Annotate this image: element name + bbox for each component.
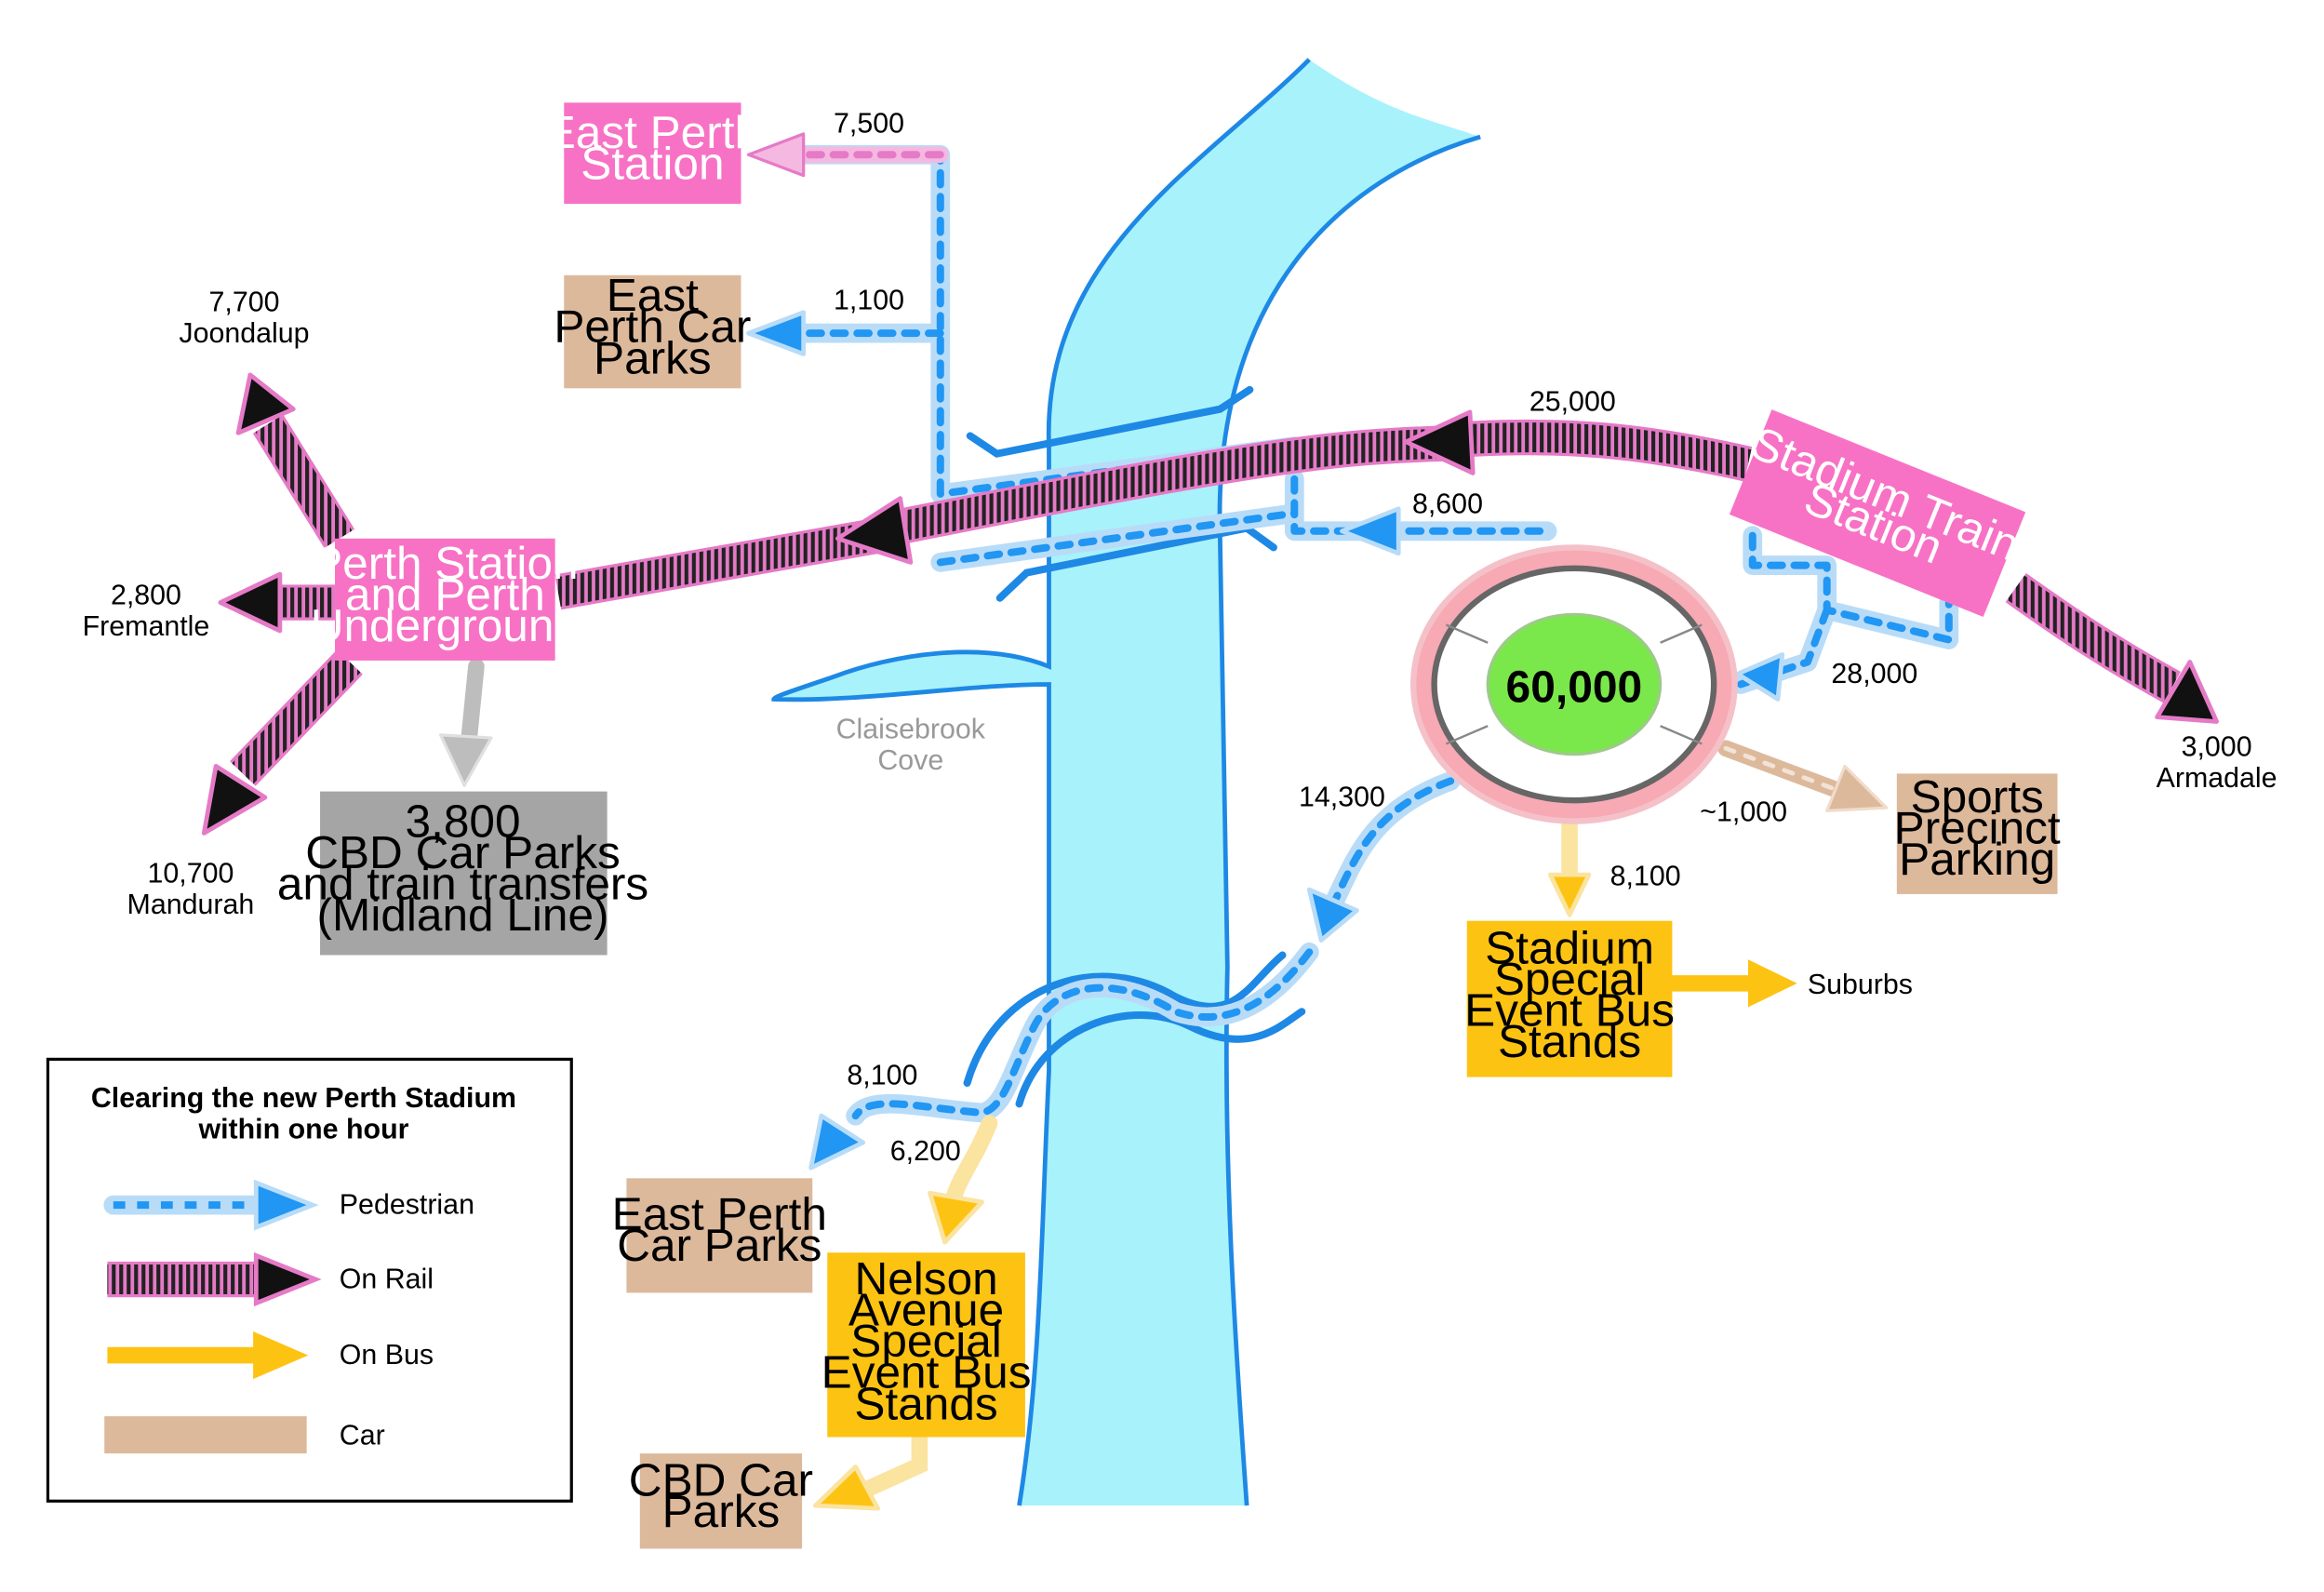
- box-east-perth-car-parks-south[interactable]: [626, 1178, 813, 1293]
- stadium-spokes: [1445, 623, 1703, 745]
- arrow-ped-bridge: [1340, 506, 1401, 556]
- box-east-perth-car-parks-north[interactable]: [564, 274, 741, 389]
- rail-mandurah: [232, 651, 361, 784]
- flow-east-perth-station: 7,500: [834, 108, 904, 139]
- box-nelson-avenue[interactable]: [827, 1252, 1025, 1438]
- rail-armadale: [2007, 575, 2180, 701]
- arrow-east-perth-car-north: [746, 310, 807, 356]
- car-routes: [461, 658, 1841, 797]
- box-cbd-car-parks[interactable]: [639, 1453, 803, 1549]
- rail-joondalup: [255, 416, 353, 547]
- arrow-rail-joondalup: [235, 372, 296, 435]
- bus-nelson-halo: [943, 1115, 998, 1211]
- river-bank-right: [1217, 134, 1481, 1506]
- flow-to-station: 28,000: [1831, 659, 1917, 689]
- legend-pedestrian-label: Pedestrian: [340, 1190, 474, 1221]
- arrow-bus-nelson: [928, 1190, 984, 1245]
- legend-bus-swatch: [107, 1331, 309, 1380]
- stadium-capacity: 60,000: [1506, 663, 1643, 713]
- south-bridge-upper-rail: [963, 951, 1287, 1087]
- car-cbd-grey: [461, 658, 485, 750]
- suburbs-label: Suburbs: [1808, 970, 1913, 1000]
- arrow-car-sports: [1825, 764, 1889, 812]
- arrow-rail-25000: [1403, 409, 1476, 475]
- north-bridge-lower-rail: [995, 524, 1277, 602]
- arrow-bus-stadium: [1547, 872, 1592, 917]
- arrow-rail-perth: [835, 496, 914, 565]
- flow-nelson-bus: 6,200: [890, 1136, 961, 1167]
- box-stadium-train-station[interactable]: Stadium TrainStation: [1725, 408, 2031, 619]
- legend-pedestrian-swatch: [103, 1179, 319, 1231]
- bus-routes: [861, 812, 1764, 1496]
- flow-sports-precinct: ~1,000: [1700, 797, 1787, 828]
- flow-south-walk: 14,300: [1299, 783, 1385, 813]
- swan-river: [773, 59, 1481, 1506]
- arrow-east-perth-station: [746, 132, 806, 178]
- box-perth-station[interactable]: [335, 538, 555, 661]
- box-east-perth-station[interactable]: [564, 102, 741, 205]
- legend-car-swatch: [104, 1416, 307, 1454]
- pedestrian-routes: [794, 144, 1959, 1126]
- box-sports-precinct[interactable]: [1896, 773, 2058, 894]
- river: [771, 58, 1481, 1506]
- arrow-rail-fremantle: [218, 571, 283, 634]
- arrow-south-walk: [1306, 887, 1359, 943]
- box-cbd-grey[interactable]: [320, 791, 608, 956]
- flow-rail-25000: 25,000: [1529, 386, 1616, 417]
- flow-east-perth-car-north: 1,100: [834, 286, 904, 316]
- arrow-heads: [201, 132, 2220, 1511]
- rail-main: [555, 422, 1752, 608]
- bus-cbd-halo: [861, 1427, 928, 1496]
- rail-routes: [230, 414, 2181, 786]
- arrow-east-perth-car-south: [808, 1113, 866, 1171]
- legend-rail-label: On Rail: [340, 1264, 434, 1295]
- river-bank-left: [771, 58, 1311, 1506]
- car-sports-precinct-dots: [1723, 745, 1836, 791]
- legend-bus-label: On Bus: [340, 1340, 434, 1371]
- stadium: 60,000: [1410, 544, 1738, 824]
- flow-ped-bridge: 8,600: [1412, 489, 1483, 520]
- box-stadium-bus[interactable]: [1466, 920, 1673, 1077]
- arrow-rail-mandurah: [201, 764, 268, 836]
- arrow-bus-suburbs: [1747, 959, 1797, 1008]
- car-sports-precinct: [1717, 740, 1841, 797]
- legend-car-label: Car: [340, 1421, 385, 1452]
- ped-north-dots: [799, 151, 1552, 567]
- flow-labels: 7,500 1,100 25,000 8,600 28,000 ~1,000 8…: [834, 108, 1917, 1167]
- arrow-car-cbd: [438, 733, 493, 787]
- arrow-bus-cbd: [813, 1465, 881, 1511]
- arrow-rail-armadale: [2155, 660, 2220, 724]
- legend-rail-swatch: [107, 1251, 322, 1307]
- flow-stadium-bus: 8,100: [1610, 861, 1681, 891]
- ped-south-dots: [851, 777, 1455, 1120]
- north-bridge-upper-rail: [966, 385, 1254, 458]
- stadium-field: [1486, 612, 1663, 756]
- arrow-to-station: [1735, 652, 1785, 702]
- flow-east-perth-car-south: 8,100: [847, 1061, 917, 1091]
